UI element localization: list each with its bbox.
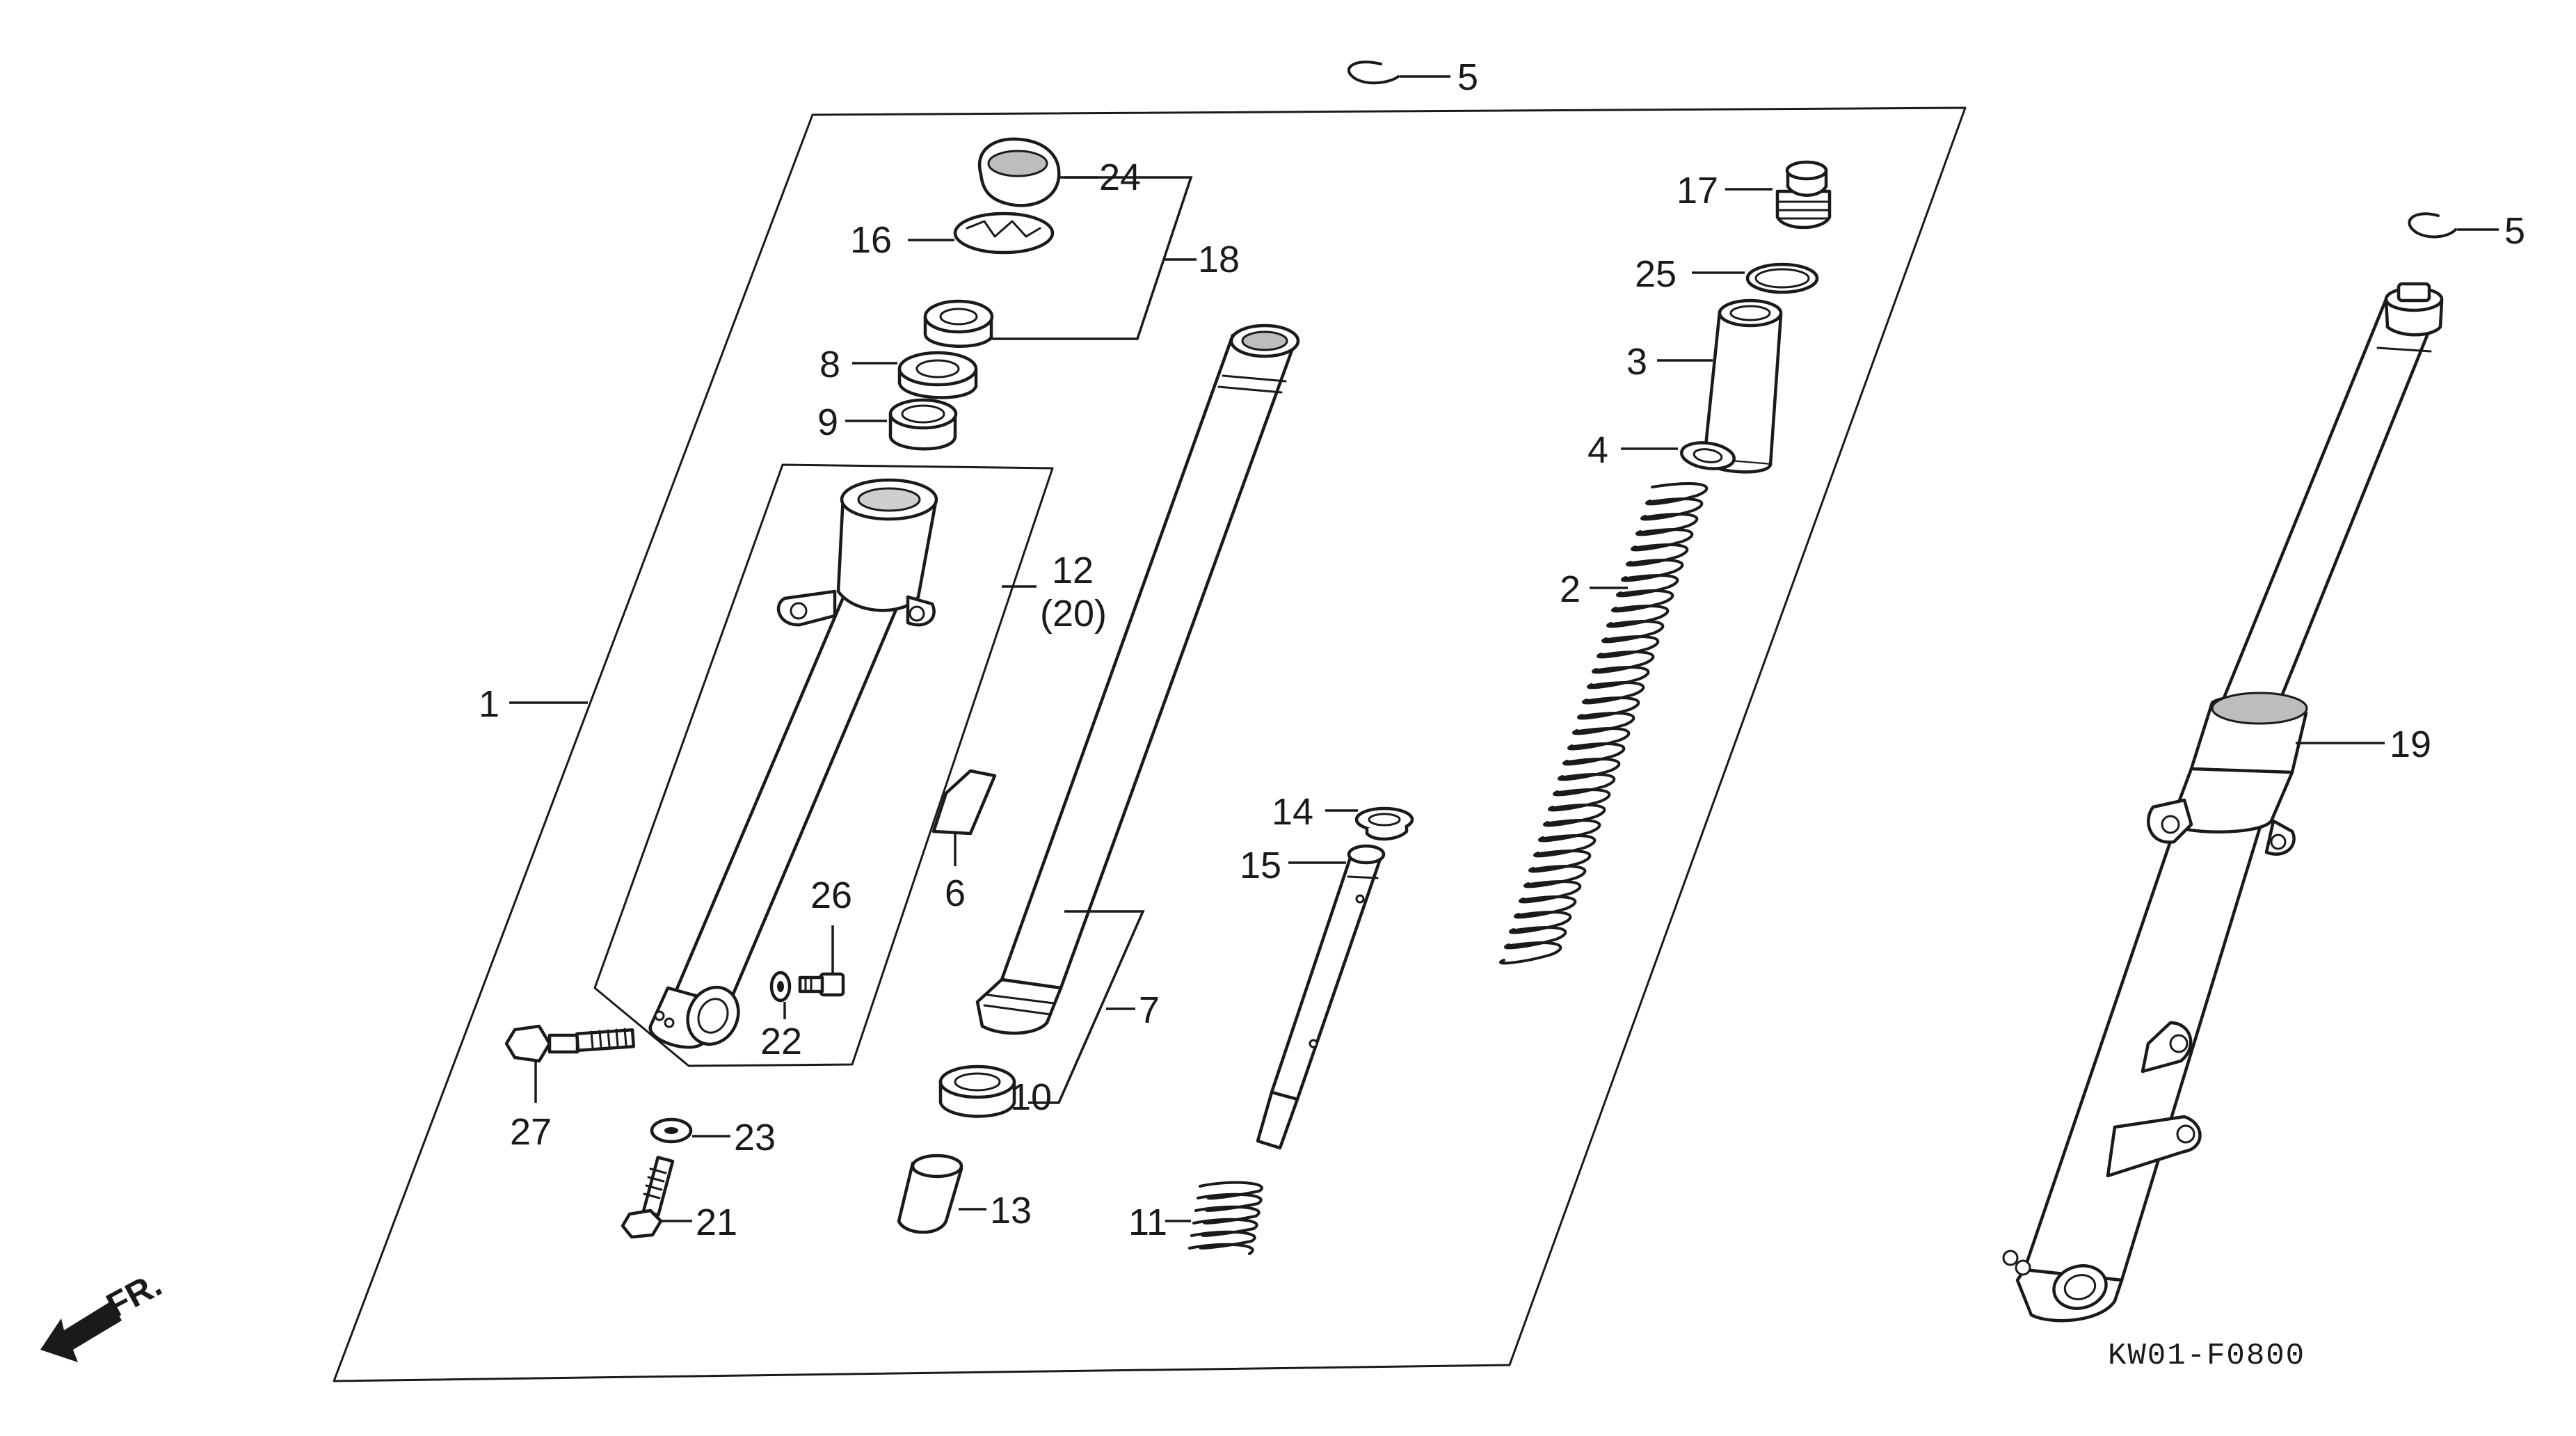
callout-21: 21: [696, 1202, 737, 1243]
part-19-fork-assembly: [2002, 282, 2444, 1323]
front-arrow: FR.: [40, 1264, 168, 1362]
callout-12-alt: (20): [1040, 593, 1107, 635]
callout-23: 23: [734, 1117, 776, 1158]
part-18-oil-seal: [923, 299, 994, 348]
callout-27: 27: [510, 1111, 552, 1153]
callout-10: 10: [1010, 1076, 1052, 1118]
part-25-o-ring: [1745, 262, 1819, 294]
callout-25: 25: [1635, 253, 1677, 295]
bottom-case-boundary: [593, 463, 1054, 1067]
callout-19: 19: [2390, 724, 2431, 765]
part-15-fork-piston: [1256, 844, 1386, 1150]
callout-14: 14: [1272, 791, 1313, 833]
callout-26: 26: [810, 875, 852, 916]
callout-22: 22: [760, 1021, 802, 1062]
callout-13: 13: [990, 1190, 1032, 1231]
part-22-washer: [769, 971, 792, 1003]
callout-2: 2: [1560, 568, 1581, 610]
assembly-boundary: [333, 106, 1967, 1382]
callout-8: 8: [819, 344, 840, 385]
callout-17: 17: [1677, 170, 1718, 212]
callout-11: 11: [1128, 1202, 1167, 1243]
part-23-washer: [650, 1117, 693, 1144]
part-5-clip-top: [1347, 61, 1400, 85]
part-8-backup-ring: [897, 351, 978, 399]
part-11-rebound-spring: [1188, 1181, 1263, 1255]
diagram-code: KW01-F0800: [2108, 1339, 2305, 1373]
part-6-reflector: [931, 769, 997, 836]
callout-15: 15: [1240, 845, 1281, 886]
callout-4: 4: [1587, 429, 1608, 471]
callout-1: 1: [479, 683, 499, 725]
part-9-guide-bushing: [888, 398, 958, 451]
part-13-oil-lock-piece: [897, 1154, 963, 1234]
part-4-spring-seat: [1680, 441, 1736, 470]
part-2-fork-spring: [1498, 482, 1709, 965]
part-14-piston-ring: [1354, 806, 1414, 841]
callout-6: 6: [945, 872, 966, 914]
part-12-bottom-case: [648, 478, 938, 1049]
part-5-clip-right: [2408, 212, 2457, 239]
callout-12: 12: [1052, 550, 1094, 591]
part-16-stopper-ring: [953, 212, 1055, 255]
front-arrow-icon: [40, 1301, 122, 1362]
callout-9: 9: [817, 401, 838, 443]
part-7-fork-pipe: [975, 324, 1300, 1035]
callout-18: 18: [1198, 239, 1240, 280]
callout-5-top: 5: [1457, 56, 1478, 98]
callout-16: 16: [850, 219, 892, 261]
part-26-bolt: [798, 972, 845, 997]
part-24-dust-seal: [977, 137, 1061, 207]
callout-5-right: 5: [2504, 210, 2525, 252]
part-27-bolt: [504, 1024, 635, 1063]
part-10-oil-seal: [938, 1064, 1016, 1118]
callout-7: 7: [1139, 989, 1160, 1031]
part-17-fork-cap-bolt: [1775, 160, 1832, 230]
callout-3: 3: [1626, 341, 1647, 383]
part-21-socket-bolt: [621, 1156, 675, 1239]
